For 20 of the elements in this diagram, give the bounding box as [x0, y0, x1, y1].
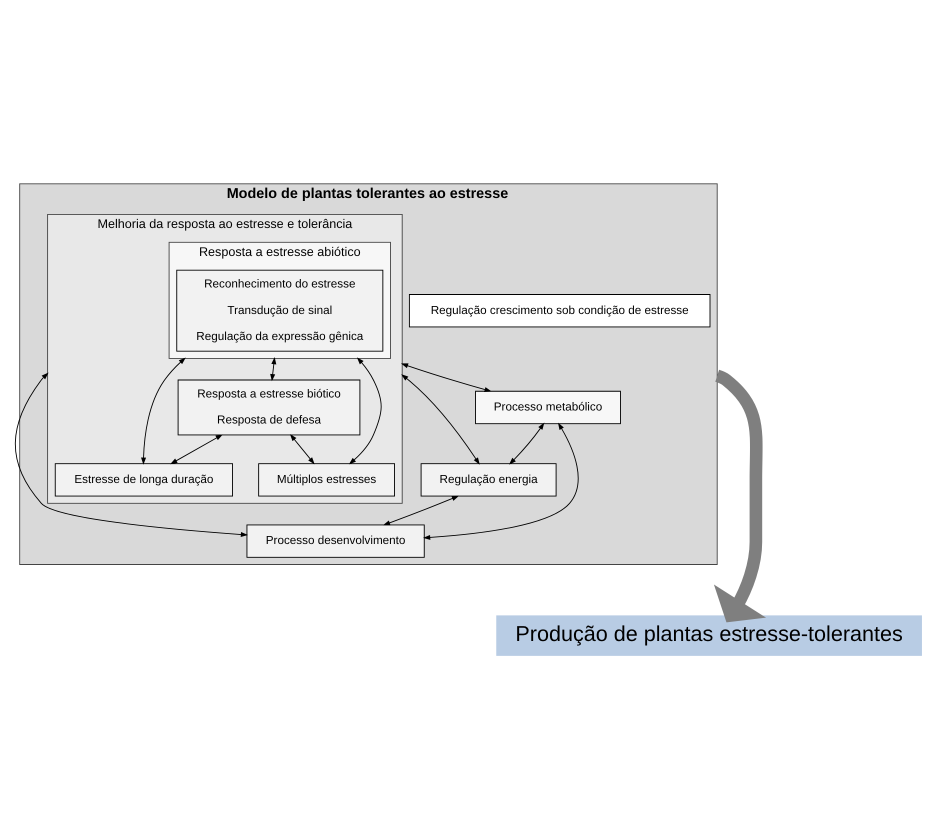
node-box: Resposta a estresse biótico Resposta de defesa	[178, 379, 360, 435]
arrow	[348, 356, 382, 464]
arrow	[382, 495, 460, 525]
node-box: Regulação energia	[420, 462, 557, 496]
node-box: Múltiplos estresses	[258, 462, 395, 496]
node-box: Regulação crescimento sob condição de estresse	[408, 294, 710, 327]
arrow	[290, 434, 315, 464]
arrow	[141, 357, 186, 464]
arrow	[509, 422, 544, 464]
arrow	[400, 362, 492, 392]
node-box: Reconhecimento do estresse Transdução de sinal Regulação da expressão gênica	[176, 269, 384, 352]
arrow	[170, 434, 223, 464]
arrow	[270, 356, 276, 381]
arrow	[423, 422, 579, 540]
arrow	[401, 374, 480, 464]
node-box: Produção de plantas estresse-tolerantes	[496, 614, 922, 656]
node-box: Processo metabólico	[475, 390, 621, 424]
node-box: Estresse de longa duração	[54, 462, 233, 496]
arrow	[14, 372, 248, 537]
node-box: Processo desenvolvimento	[246, 524, 425, 558]
